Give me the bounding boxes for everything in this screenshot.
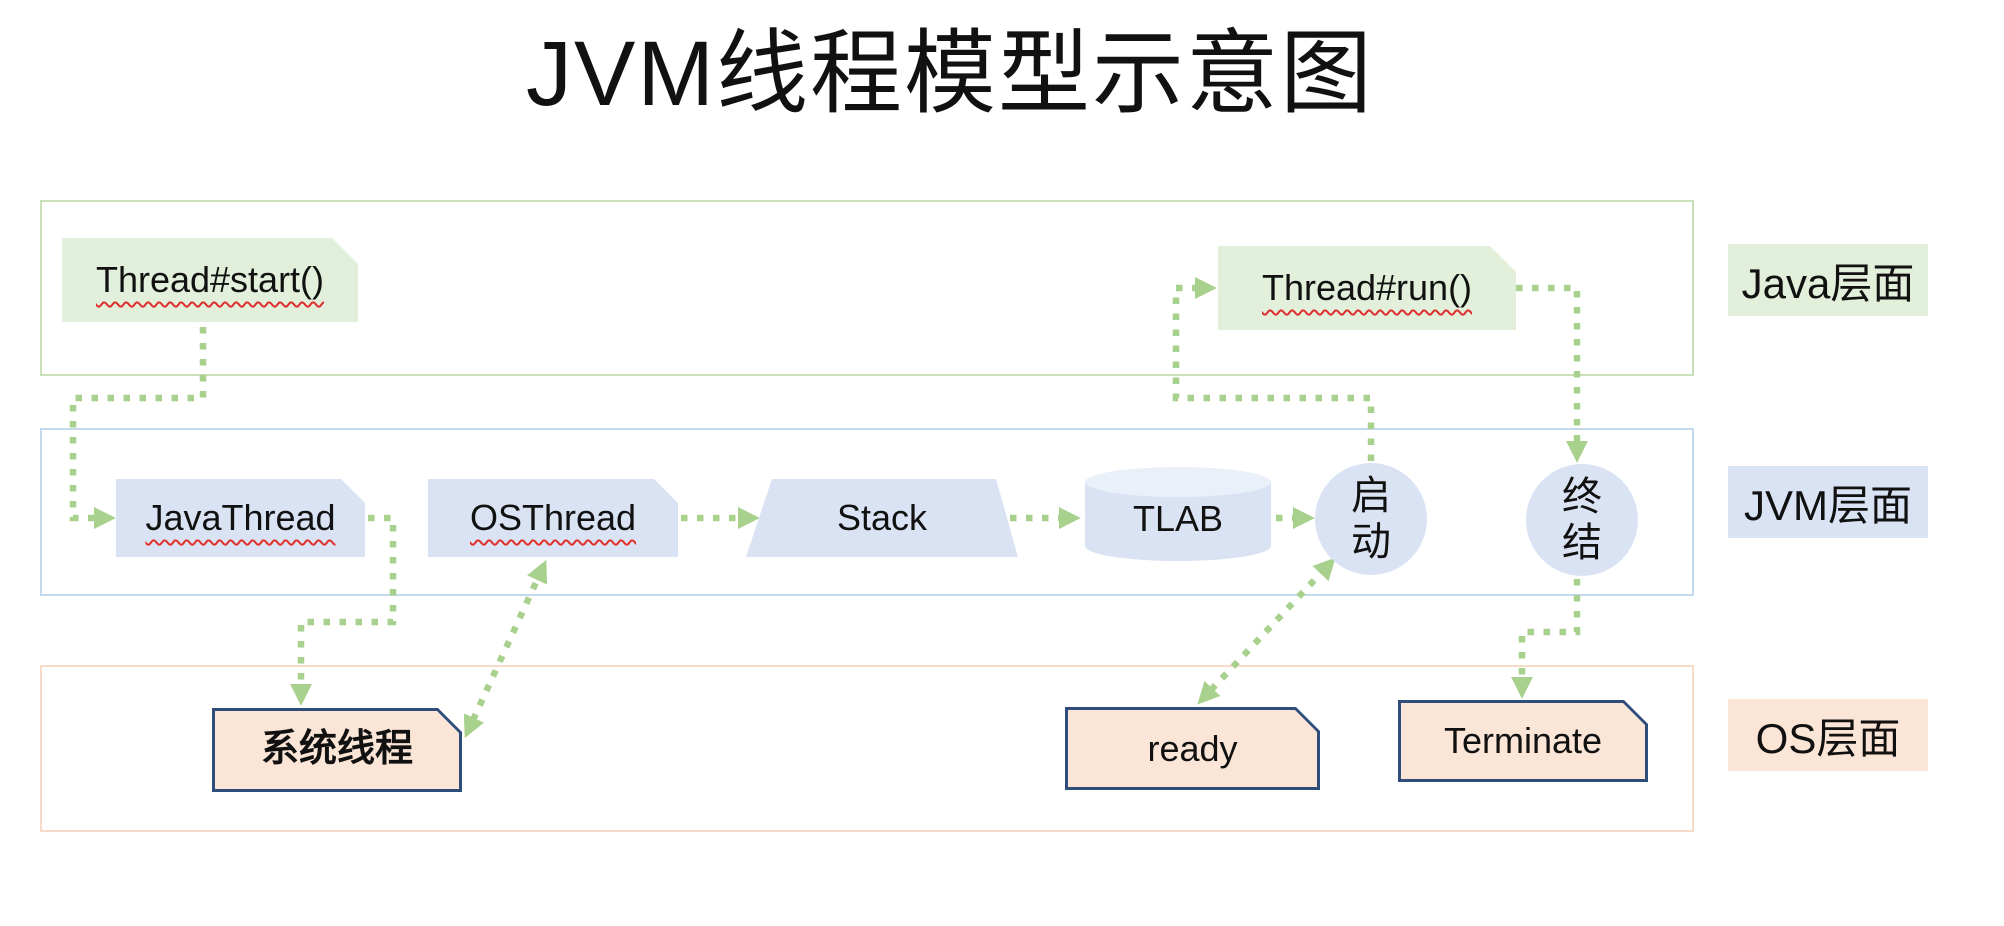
side-label-java-layer: Java层面 (1728, 244, 1928, 316)
system-thread-label: 系统线程 (260, 728, 413, 771)
node-java-thread: JavaThread (116, 479, 365, 557)
launch-label: 启 动 (1351, 474, 1391, 564)
node-ready: ready (1065, 707, 1320, 790)
node-terminate: Terminate (1398, 700, 1648, 782)
node-os-thread: OSThread (428, 479, 678, 557)
terminate-label: Terminate (1443, 720, 1603, 762)
node-finalize: 终 结 (1526, 464, 1638, 576)
side-label-os-layer: OS层面 (1728, 699, 1928, 771)
node-stack: Stack (746, 479, 1018, 557)
lane-os-layer (40, 665, 1694, 832)
java-thread-label: JavaThread (145, 497, 336, 539)
ready-label: ready (1147, 727, 1238, 769)
node-thread-run: Thread#run() (1218, 246, 1516, 330)
os-thread-label: OSThread (469, 497, 637, 539)
side-label-jvm-layer: JVM层面 (1728, 466, 1928, 538)
node-tlab: TLAB (1085, 467, 1271, 561)
side-label-java-text: Java层面 (1741, 259, 1915, 307)
lane-java-layer (40, 200, 1694, 376)
finalize-label: 终 结 (1562, 475, 1602, 565)
side-label-os-text: OS层面 (1755, 714, 1901, 762)
stack-label: Stack (836, 497, 928, 539)
node-launch: 启 动 (1315, 463, 1427, 575)
thread-start-label: Thread#start() (95, 259, 325, 301)
terminate-fill (1401, 703, 1645, 779)
system-thread-fill (215, 711, 459, 789)
side-label-jvm-text: JVM层面 (1743, 481, 1912, 529)
cylinder-shape (1085, 467, 1271, 561)
diagram-title: JVM线程模型示意图 (525, 23, 1374, 125)
ready-fill (1068, 710, 1317, 787)
thread-run-label: Thread#run() (1261, 267, 1473, 309)
node-system-thread: 系统线程 (212, 708, 462, 792)
node-thread-start: Thread#start() (62, 238, 358, 322)
tlab-label: TLAB (1132, 498, 1224, 540)
lane-jvm-layer (40, 428, 1694, 596)
